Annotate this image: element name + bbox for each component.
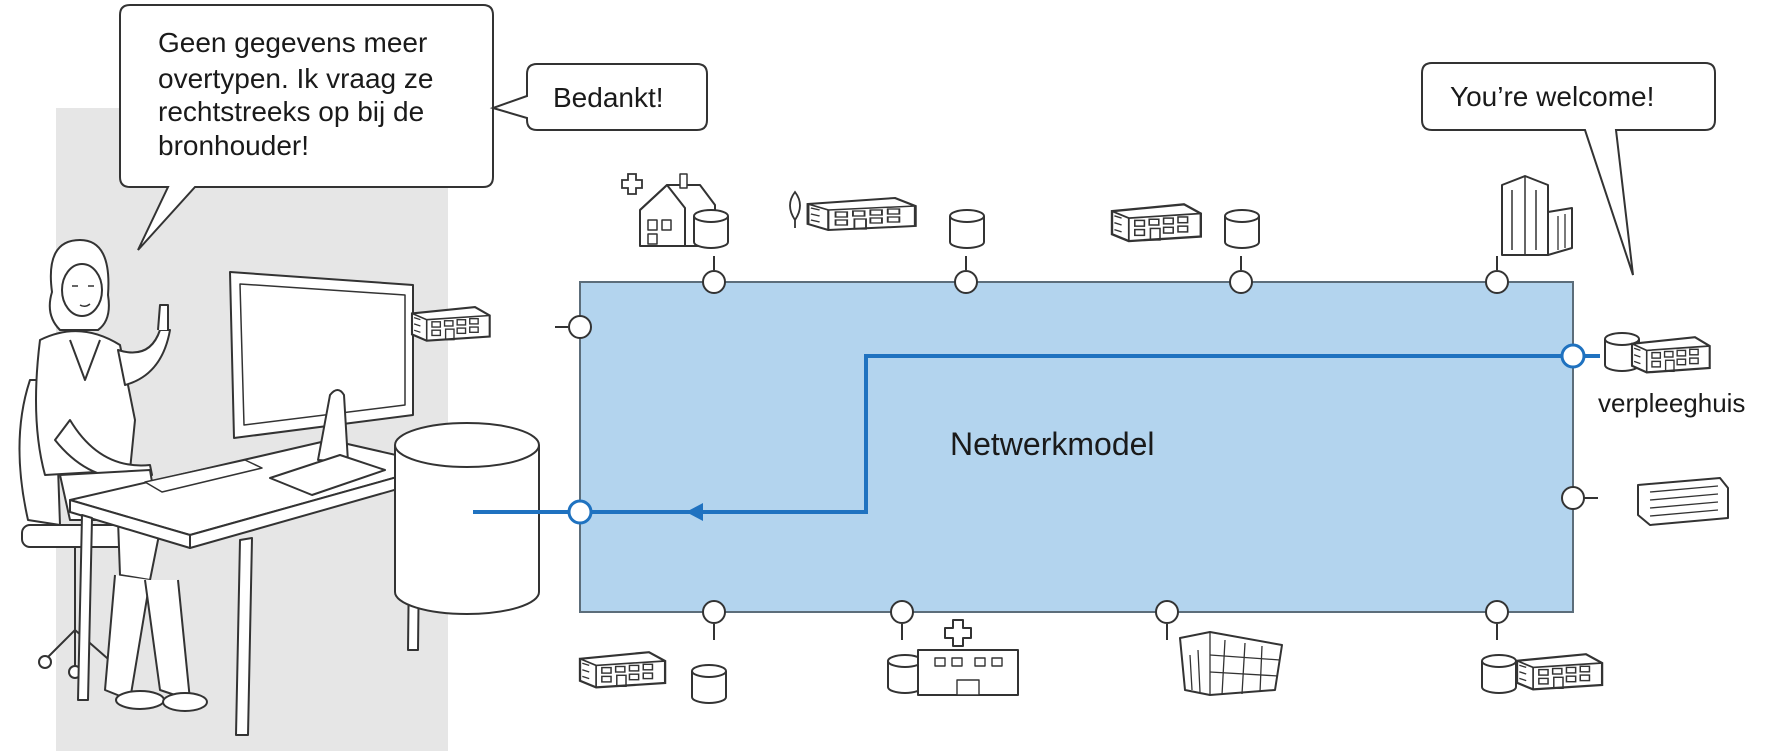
connector-node-icon: [1560, 343, 1586, 369]
database-icon: [887, 654, 923, 694]
data-flow-path: [473, 343, 1600, 525]
network-connectors: [555, 256, 1598, 640]
database-icon: [949, 209, 985, 249]
svg-text:Geen gegevens meer overt: Geen gegevens meer overtypen. Ik vraag z…: [158, 27, 441, 161]
connector-node-icon: [568, 315, 592, 339]
reply-speech-bubble: You’re welcome!: [1421, 62, 1716, 276]
database-icon: [691, 664, 727, 704]
database-icon: [693, 209, 729, 249]
leaf-icon: [789, 190, 801, 228]
office-building-icon: [1637, 477, 1729, 526]
connector-node-icon: [954, 270, 978, 294]
reply-text: You’re welcome!: [1450, 81, 1654, 112]
hospital-icon: [917, 619, 1019, 696]
user-speech-line: bronhouder!: [158, 130, 309, 161]
office-building-icon: [578, 651, 667, 689]
user-speech-line: Geen gegevens meer: [158, 27, 427, 58]
network-title: Netwerkmodel: [950, 426, 1155, 462]
connector-node-icon: [567, 499, 593, 525]
office-building-icon: [1110, 203, 1203, 243]
thanks-speech-bubble: Bedankt!: [489, 63, 708, 131]
user-speech-line: rechtstreeks op bij de: [158, 96, 424, 127]
office-building-icon: [806, 196, 917, 232]
user-speech-line: overtypen. Ik vraag ze: [158, 63, 433, 94]
connector-node-icon: [1155, 600, 1179, 624]
office-building-icon: [1515, 653, 1604, 691]
glass-building-icon: [1179, 631, 1283, 696]
office-building-icon: [410, 306, 491, 342]
source-label: verpleeghuis: [1598, 388, 1745, 418]
thanks-text: Bedankt!: [553, 82, 664, 113]
medical-cross-icon: [621, 173, 643, 195]
connector-node-icon: [1485, 600, 1509, 624]
connector-node-icon: [1561, 486, 1585, 510]
connector-node-icon: [702, 600, 726, 624]
user-speech-bubble: Geen gegevens meer overtypen. Ik vraag z…: [119, 4, 494, 251]
connector-node-icon: [890, 600, 914, 624]
arrow-icon: [686, 503, 703, 521]
skyscraper-icon: [1501, 175, 1573, 256]
database-icon: [1224, 209, 1260, 249]
connector-node-icon: [1485, 270, 1509, 294]
connector-node-icon: [702, 270, 726, 294]
computer-monitor-icon: [229, 271, 414, 496]
office-building-icon: [1630, 336, 1711, 374]
network-model-box: [579, 281, 1574, 613]
connector-node-icon: [1229, 270, 1253, 294]
database-icon: [394, 422, 540, 615]
database-icon: [1481, 654, 1517, 694]
